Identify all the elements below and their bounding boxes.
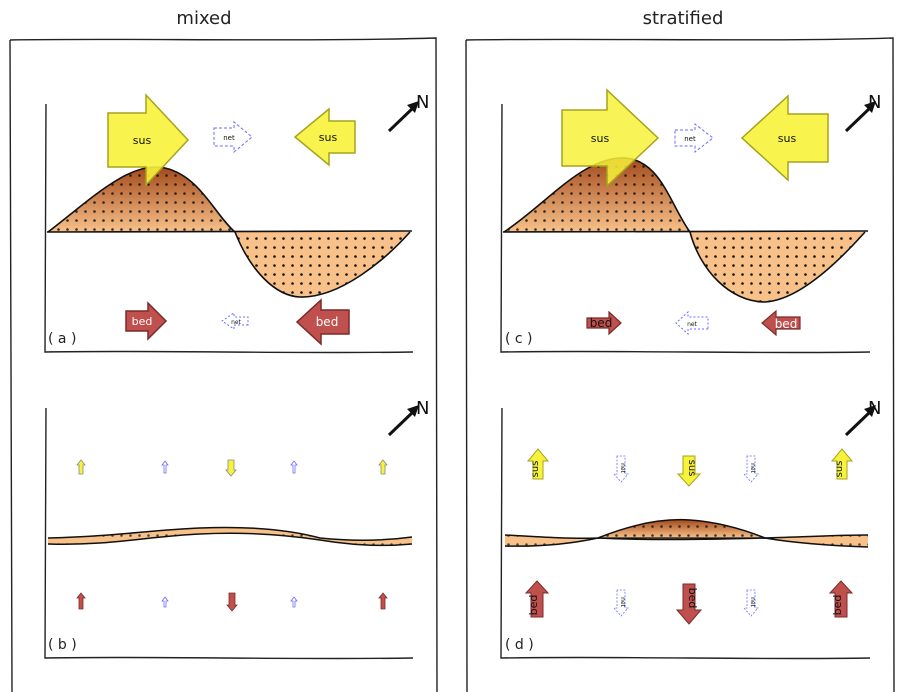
panel-c-bed-arrow-right — [586, 310, 622, 336]
panel-c-label: ( c ) — [505, 331, 533, 347]
panel-a-mean-level — [46, 230, 413, 233]
north-arrow-b: N — [387, 398, 429, 437]
panel-c-axes — [500, 103, 871, 354]
panel-a-sus-arrow-right: sus — [107, 93, 190, 187]
panel-b-net-arrow-3 — [161, 596, 169, 608]
panel-b-bed-arrow-2 — [226, 592, 238, 612]
panel-d-sus-arrow-3: sus — [830, 448, 854, 480]
panel-a-net-label-small: net — [231, 319, 241, 326]
panel-a-bed-label-left: bed — [316, 315, 339, 329]
panel-b-bed-arrow-1 — [76, 592, 86, 610]
svg-text:N: N — [868, 398, 881, 419]
panel-c-bed-arrow-left — [761, 309, 801, 337]
panel-c-mean-level — [502, 230, 869, 233]
panel-d-bed-arrow-3: bed — [828, 580, 854, 618]
panel-c-bed-label-right: bed — [590, 316, 613, 330]
panel-d-sus-arrow-2: sus — [676, 455, 702, 487]
north-arrow-a: N — [387, 92, 429, 133]
svg-text:N: N — [868, 92, 881, 113]
panel-b-sus-arrow-3 — [378, 459, 388, 475]
svg-text:bed: bed — [132, 315, 153, 328]
panel-d-net-arrow-1: net — [613, 455, 629, 483]
svg-text:bed: bed — [686, 588, 699, 609]
frame-left — [9, 37, 438, 692]
north-arrow-c: N — [844, 92, 881, 133]
svg-text:net: net — [619, 597, 626, 607]
svg-text:sus: sus — [834, 461, 845, 478]
panel-d-axes — [500, 407, 871, 660]
svg-text:bed: bed — [831, 595, 844, 616]
panel-a-axes — [44, 103, 414, 354]
panel-b-net-arrow-4 — [290, 596, 298, 608]
panel-b-net-arrow-2 — [290, 460, 298, 474]
panel-a-sus-arrow-left — [293, 107, 356, 167]
panel-a-net-arrow: net — [213, 120, 253, 154]
panel-b-net-arrow-1 — [161, 460, 169, 474]
panel-a: sus net sus bed net bed ( a ) — [44, 93, 414, 354]
panel-d-bed-arrow-2: bed — [675, 583, 703, 625]
column-title-stratified: stratified — [643, 8, 724, 29]
panel-b-label: ( b ) — [48, 637, 77, 653]
svg-text:net: net — [619, 463, 626, 473]
svg-text:sus: sus — [133, 134, 152, 147]
panel-c: sus net sus bed net bed ( c ) — [500, 88, 871, 354]
panel-c-sus-arrow-left — [740, 94, 829, 182]
panel-c-sus-label-left: sus — [778, 132, 797, 145]
panel-d-net-arrow-4: net — [743, 589, 759, 617]
svg-text:N: N — [416, 398, 429, 419]
panel-c-net-label-left: net — [687, 321, 697, 328]
panel-b: ( b ) — [44, 407, 414, 660]
panel-c-net-arrow: net — [674, 122, 714, 154]
panel-b-sus-arrow-2 — [225, 459, 237, 477]
panel-c-sus-arrow-right: sus — [561, 88, 660, 188]
panel-d-label: ( d ) — [505, 637, 534, 653]
panel-d-sus-arrow-1: sus — [526, 448, 550, 480]
svg-text:sus: sus — [591, 132, 610, 145]
north-arrow-d: N — [844, 398, 881, 437]
panel-a-bed-arrow-right: bed — [125, 301, 168, 341]
panel-b-axes — [44, 407, 414, 660]
panel-a-sus-label-left: sus — [319, 131, 338, 144]
panel-d-net-arrow-3: net — [613, 589, 629, 617]
frame-right — [465, 37, 895, 692]
panel-b-sus-arrow-1 — [76, 459, 86, 475]
svg-text:net: net — [684, 135, 696, 143]
panel-d: sus net sus net sus bed net bed — [500, 407, 871, 660]
panel-a-bed-arrow-left — [295, 298, 350, 346]
svg-text:net: net — [749, 463, 756, 473]
panel-b-bed-arrow-3 — [378, 592, 388, 610]
svg-text:bed: bed — [527, 595, 540, 616]
panel-d-bed-arrow-1: bed — [524, 580, 550, 618]
svg-text:N: N — [416, 92, 429, 113]
panel-d-net-arrow-2: net — [743, 455, 759, 483]
svg-text:net: net — [749, 597, 756, 607]
svg-text:sus: sus — [686, 460, 697, 477]
panel-a-label: ( a ) — [48, 331, 76, 347]
panel-c-bed-label-left: bed — [775, 317, 798, 331]
svg-text:net: net — [223, 134, 235, 142]
panel-c-net-arrow-left — [675, 310, 709, 336]
column-title-mixed: mixed — [176, 8, 231, 29]
svg-text:sus: sus — [530, 461, 541, 478]
